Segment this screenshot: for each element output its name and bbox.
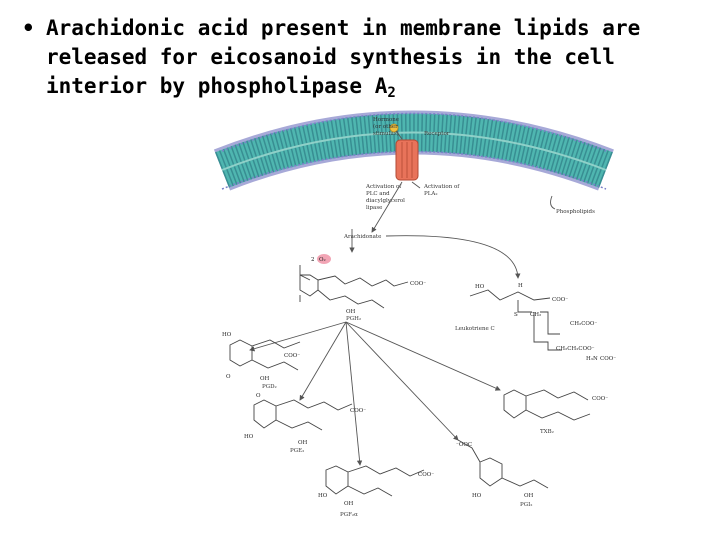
arrow-to-pge2 (299, 321, 347, 401)
pgh2-coo: COO⁻ (410, 281, 426, 287)
pgh2-label: PGH₂ (346, 316, 361, 322)
pgi2-ho: HO (472, 493, 482, 499)
activation-plc-label-1: Activation of (365, 184, 402, 190)
pgd2-ho: HO (222, 332, 232, 338)
pge2-ho: HO (244, 434, 254, 440)
pge2-label: PGE₂ (290, 448, 304, 454)
pgd2-structure (229, 339, 301, 371)
slide-text: • Arachidonic acid present in membrane l… (22, 14, 712, 108)
leukotriene-h: H (518, 283, 523, 289)
pgd2-oh: OH (260, 376, 270, 382)
title-line-1: Arachidonic acid present in membrane lip… (46, 16, 641, 40)
receptor (395, 139, 419, 181)
activation-pla2-label-2: PLA₂ (424, 191, 438, 197)
hormone-label-1: Hormone (373, 117, 399, 123)
activation-plc-label-2: PLC and (366, 191, 390, 197)
pge2-structure (253, 399, 353, 431)
arachidonate-label: Arachidonate (343, 234, 381, 240)
title-line-2: released for eicosanoid synthesis in the… (46, 45, 615, 69)
hormone-molecule (389, 123, 399, 133)
o2-symbol: O₂ (319, 257, 326, 263)
pgf2a-ho: HO (318, 493, 328, 499)
activation-plc-label-3: diacylglycerol (366, 198, 405, 204)
leukotriene-ch2: CH₂ (530, 312, 541, 318)
activation-pla2-label-1: Activation of (423, 184, 460, 190)
pgd2-label: PGD₂ (262, 384, 277, 390)
leukotriene-coo: COO⁻ (552, 297, 568, 303)
pgd2-coo: COO⁻ (284, 353, 300, 359)
pge2-coo: COO⁻ (350, 408, 366, 414)
pgd2-o: O (226, 374, 231, 380)
pge2-o: O (256, 393, 261, 399)
title-line-3-text: interior by phospholipase A (46, 74, 388, 98)
pgf2a-oh: OH (344, 501, 354, 507)
phospholipids-pointer (550, 195, 556, 210)
arrow-plc (371, 181, 403, 233)
activation-plc-label-4: lipase (366, 205, 382, 211)
arrow-to-txb2 (345, 321, 501, 391)
phospholipids-label: Phospholipids (556, 209, 595, 215)
txb2-structure (503, 389, 591, 421)
hormone-label-3: stimulus) (373, 130, 399, 137)
title-line-3: interior by phospholipase A2 (22, 72, 712, 108)
leukotriene-c-label: Leukotriene C (455, 326, 495, 332)
arrow-pla2 (411, 181, 421, 189)
leukotriene-ho: HO (475, 284, 485, 290)
title-subscript: 2 (387, 85, 396, 101)
pgi2-coo: ⁻OOC (456, 442, 472, 448)
o2-count: 2 (311, 257, 315, 263)
txb2-coo: COO⁻ (592, 396, 608, 402)
txb2-label: TXB₂ (540, 429, 554, 435)
leukotriene-structure (469, 289, 562, 351)
receptor-label: Receptor (424, 131, 450, 137)
hormone-label-2: (or other (373, 123, 398, 130)
leukotriene-nh3: H₃N (586, 356, 598, 362)
arrow-to-pgi2 (345, 321, 459, 441)
pgf2a-label: PGF₂α (340, 512, 358, 518)
pgi2-structure (457, 439, 549, 489)
leukotriene-chain-1: CH₂COO⁻ (570, 321, 597, 327)
arrow-to-pgf2a (345, 321, 363, 466)
pge2-oh: OH (298, 440, 308, 446)
pgf2a-coo: COO⁻ (418, 472, 434, 478)
arrow-to-pgd2 (249, 321, 347, 352)
arrow-to-leukotriene (385, 235, 521, 279)
leukotriene-chain-2: CH₂CH₂COO⁻ (556, 346, 595, 352)
pgi2-oh: OH (524, 493, 534, 499)
leukotriene-s: S (514, 312, 518, 318)
hormone-binding-line (395, 130, 403, 140)
leukotriene-coo-2: COO⁻ (600, 356, 616, 362)
cell-membrane (213, 110, 614, 191)
pgi2-label: PGI₂ (520, 502, 532, 508)
pgh2-structure (299, 265, 409, 309)
pgh2-oh: OH (346, 309, 356, 315)
o2-bubble (317, 254, 331, 264)
bullet: • (22, 16, 35, 40)
pgf2a-structure (325, 465, 425, 497)
